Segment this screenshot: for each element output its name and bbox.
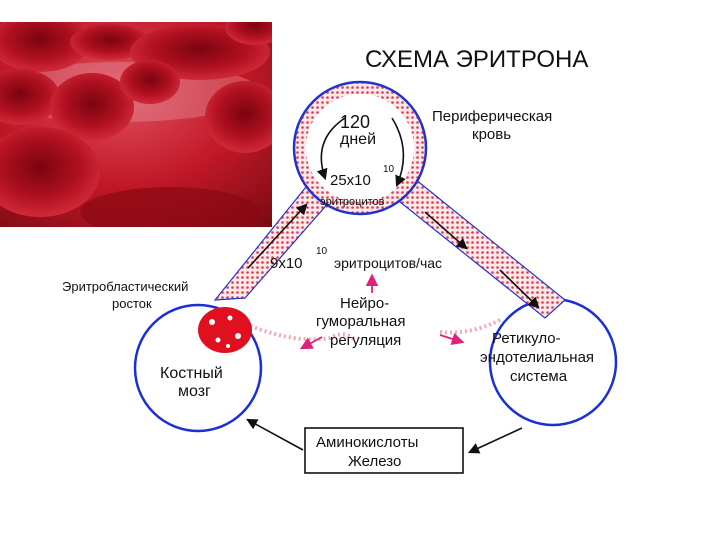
bone-marrow-label: Костный bbox=[160, 365, 223, 382]
neurohumoral-label-2: гуморальная bbox=[316, 313, 405, 330]
erythroblast-cluster bbox=[198, 307, 252, 353]
reticuloendothelial-label: Ретикуло- bbox=[492, 330, 561, 347]
production-rate-base: 9x10 bbox=[270, 255, 303, 272]
neurohumoral-label: Нейро- bbox=[340, 295, 389, 312]
regulation-arrow-right bbox=[439, 332, 465, 345]
reticuloendothelial-label-2: эндотелиальная bbox=[480, 349, 594, 366]
production-rate-exponent: 10 bbox=[316, 246, 328, 257]
arrow-down-right-1 bbox=[424, 211, 468, 250]
cell-count-exponent: 10 bbox=[383, 164, 395, 175]
arrow-to-box bbox=[467, 427, 523, 454]
days-number: 120 bbox=[340, 112, 370, 132]
red-blood-cells-photo bbox=[0, 22, 272, 227]
amino-acids-label: Аминокислоты bbox=[316, 434, 418, 451]
cell-count-base: 25x10 bbox=[330, 172, 371, 189]
cycle-arrow-left bbox=[316, 117, 346, 181]
erythroblast-label: Эритробластический bbox=[62, 279, 188, 294]
bone-marrow-label-2: мозг bbox=[178, 383, 211, 400]
iron-label: Железо bbox=[348, 453, 401, 470]
arrow-down-right-2 bbox=[499, 269, 540, 309]
regulation-arrow-left bbox=[299, 336, 323, 350]
peripheral-blood-label: Периферическая bbox=[432, 108, 552, 125]
reticuloendothelial-label-3: система bbox=[510, 368, 568, 385]
arrow-to-marrow bbox=[246, 418, 304, 451]
cell-count-unit: эритроцитов bbox=[320, 196, 385, 208]
days-word: дней bbox=[340, 131, 376, 148]
neurohumoral-label-3: регуляция bbox=[330, 332, 401, 349]
production-rate-unit: эритроцитов/час bbox=[334, 255, 442, 271]
peripheral-blood-label-2: кровь bbox=[472, 126, 511, 143]
amino-acids-box bbox=[304, 427, 464, 474]
page-title: СХЕМА ЭРИТРОНА bbox=[365, 46, 589, 73]
arrow-up-left bbox=[247, 203, 308, 269]
red-blood-cells-image bbox=[0, 22, 272, 227]
erythroblast-label-2: росток bbox=[112, 296, 152, 311]
cycle-arrow-right bbox=[391, 117, 406, 188]
